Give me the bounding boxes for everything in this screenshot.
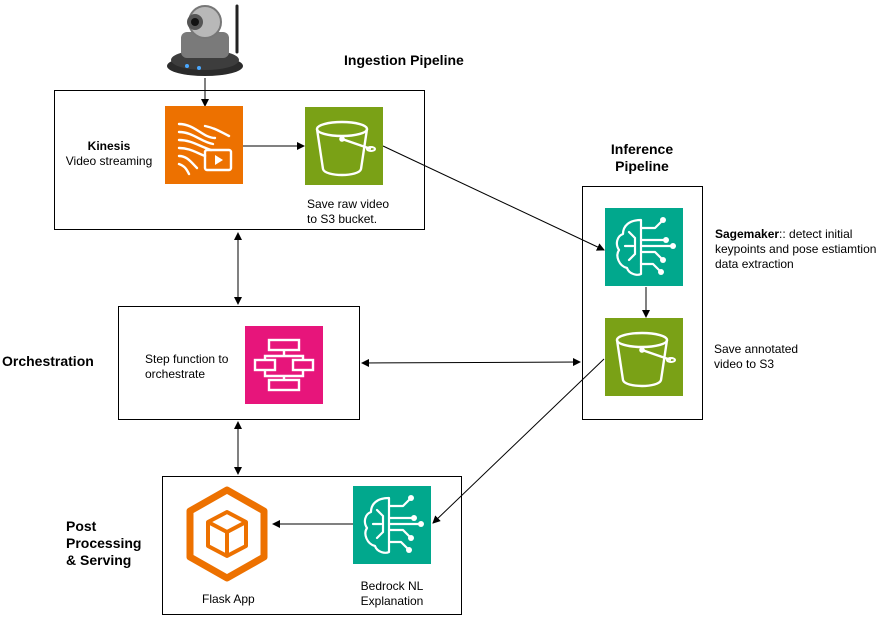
s3-raw-label-line1: Save raw video (307, 197, 390, 211)
step-function-label-line1: Step function to (145, 352, 229, 366)
inference-pipeline-title: Inference Pipeline (590, 141, 694, 175)
sagemaker-label: Sagemaker:: detect initial keypoints and… (715, 227, 881, 272)
bedrock-label: Bedrock NL Explanation (345, 579, 439, 609)
s3-to-sagemaker-arrow (382, 145, 605, 251)
s3-bucket-icon (305, 107, 383, 185)
kinesis-label: Kinesis Video streaming (58, 139, 160, 169)
bedrock-label-line1: Bedrock NL (360, 579, 424, 593)
step-functions-icon (245, 326, 323, 404)
bedrock-icon (353, 486, 431, 564)
camera-icon (167, 4, 243, 76)
s3-annotated-label-line2: video to S3 (714, 357, 775, 371)
s3-raw-label: Save raw video to S3 bucket. (307, 197, 389, 227)
s3-annotated-bucket-icon (605, 318, 683, 396)
post-title-line3: & Serving (66, 552, 132, 568)
kinesis-video-streams-icon (165, 106, 243, 184)
flask-app-label: Flask App (202, 592, 255, 606)
s3-to-bedrock-arrow (432, 358, 605, 524)
kinesis-label-sub: Video streaming (65, 154, 153, 168)
orchestration-title: Orchestration (2, 353, 94, 369)
s3-annotated-label: Save annotated video to S3 (714, 342, 798, 372)
sagemaker-label-line2: keypoints and pose estiamtion (715, 242, 877, 256)
s3-raw-label-line2: to S3 bucket. (307, 212, 378, 226)
flask-app-icon (186, 486, 268, 582)
sagemaker-label-rest: :: detect initial (779, 227, 853, 241)
post-processing-title: Post Processing & Serving (66, 518, 141, 569)
post-title-line1: Post (66, 518, 97, 534)
sagemaker-label-line3: data extraction (715, 257, 794, 271)
kinesis-label-bold: Kinesis (87, 139, 131, 153)
bedrock-label-line2: Explanation (360, 594, 424, 608)
step-function-label-line2: orchestrate (145, 367, 206, 381)
inference-title-line1: Inference (610, 141, 674, 157)
sagemaker-icon (605, 208, 683, 286)
step-function-label: Step function to orchestrate (145, 352, 228, 382)
orchestration-inference-arrow (361, 358, 581, 367)
inference-title-line2: Pipeline (615, 158, 669, 174)
post-title-line2: Processing (66, 535, 142, 551)
sagemaker-label-bold: Sagemaker (715, 227, 780, 241)
s3-annotated-label-line1: Save annotated (714, 342, 799, 356)
ingestion-pipeline-title: Ingestion Pipeline (344, 52, 464, 68)
